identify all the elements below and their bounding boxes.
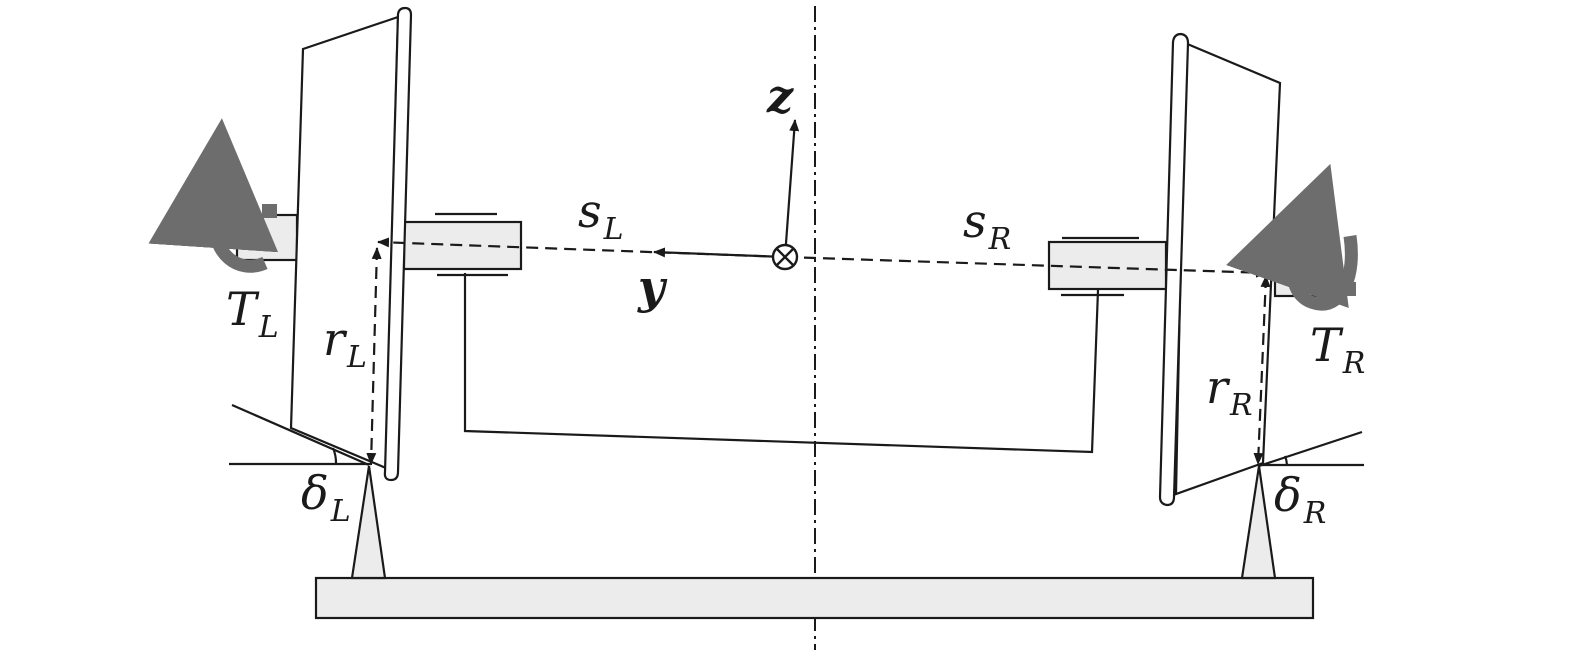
left-camber-angle-arc	[331, 447, 338, 465]
r-right-label: rR	[1206, 360, 1253, 423]
z-axis-label: z	[766, 69, 794, 123]
r-left-label: rL	[323, 312, 367, 375]
right-hub	[1273, 249, 1337, 298]
right-axle-housing	[1047, 240, 1168, 291]
left-support-cone	[350, 465, 387, 580]
left-axle-housing	[402, 220, 523, 271]
t-left-label: TL	[226, 282, 279, 345]
delta-left-label: δL	[301, 466, 351, 529]
r-left-arrow	[366, 247, 382, 465]
right-torque-arrow-icon	[1226, 163, 1358, 311]
left-torque-arrow-icon	[148, 118, 279, 273]
right-camber-line	[1258, 430, 1363, 468]
ground-platform	[314, 576, 1315, 620]
left-camber-line	[231, 403, 370, 467]
right-camber-angle-arc	[1283, 455, 1289, 466]
axle-beam	[463, 273, 1100, 454]
x-axis-into-page-icon	[771, 243, 799, 271]
y-axis-label: y	[637, 260, 668, 314]
s-right-arrow	[784, 255, 1268, 278]
right-wheel-disc	[1174, 41, 1282, 496]
right-support-cone	[1240, 465, 1277, 580]
y-axis-arrow	[653, 247, 786, 259]
s-right-label: sR	[963, 194, 1011, 257]
delta-right-label: δR	[1274, 468, 1326, 531]
s-left-label: sL	[578, 184, 624, 247]
r-right-arrow	[1253, 275, 1271, 465]
left-wheel-tire	[383, 6, 413, 482]
z-axis-arrow	[783, 119, 800, 258]
t-right-label: TR	[1310, 318, 1365, 381]
left-hub	[235, 213, 299, 262]
